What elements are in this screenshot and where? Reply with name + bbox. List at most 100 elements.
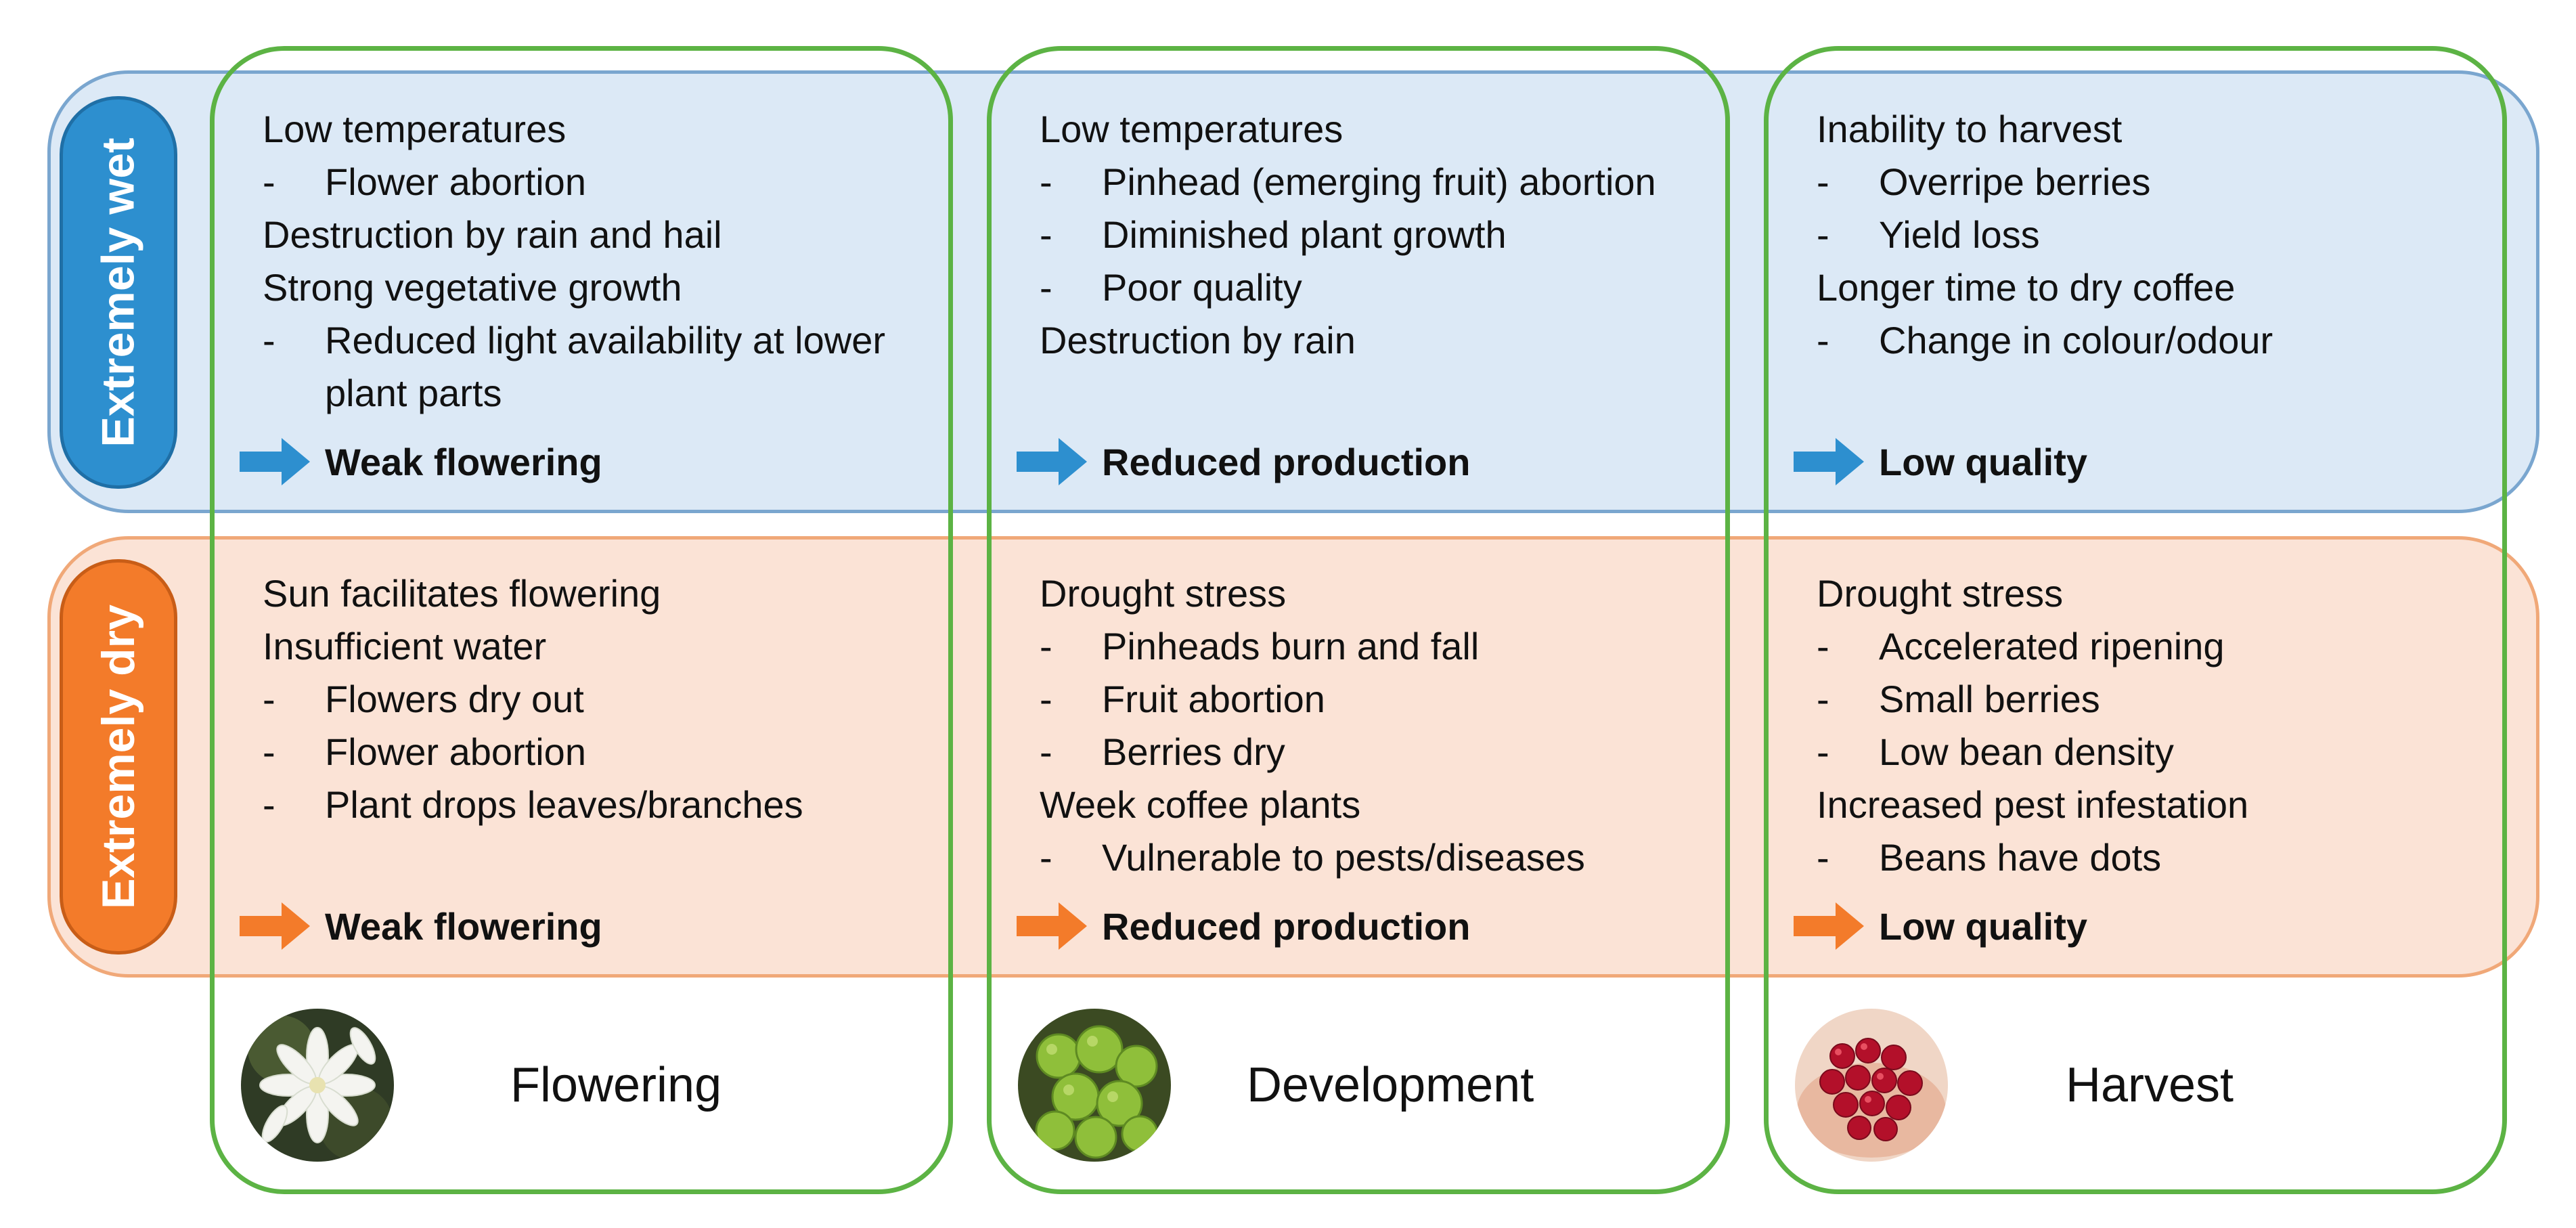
extremely-dry-band bbox=[47, 536, 2539, 978]
heading-line: Strong vegetative growth bbox=[263, 266, 682, 309]
dry-development-cell: Drought stress - Pinheads burn and fall - Fr… bbox=[1040, 567, 1683, 884]
bullet-item: - Flower abortion bbox=[263, 726, 906, 779]
arrow-right-icon bbox=[1017, 902, 1087, 950]
bullet-item: - Diminished plant growth bbox=[1040, 209, 1683, 261]
bullet-item: - Small berries bbox=[1817, 673, 2460, 726]
bullet-text: Beans have dots bbox=[1879, 836, 2162, 879]
heading-line: Insufficient water bbox=[263, 625, 547, 667]
bullet-text: Flower abortion bbox=[325, 160, 586, 203]
stage-column-development bbox=[987, 46, 1730, 1194]
extremely-dry-tab: Extremely dry bbox=[60, 559, 177, 955]
bullet-text: Vulnerable to pests/diseases bbox=[1102, 836, 1585, 879]
bullet-dash: - bbox=[263, 319, 275, 361]
bullet-dash: - bbox=[1817, 160, 1829, 203]
bullet-item: - Pinhead (emerging fruit) abortion bbox=[1040, 156, 1683, 209]
extremely-wet-tab: Extremely wet bbox=[60, 96, 177, 489]
coffee-flower-photo bbox=[241, 1009, 394, 1162]
bullet-dash: - bbox=[1817, 678, 1829, 720]
stage-label-development: Development bbox=[1247, 1058, 1534, 1112]
result-label: Reduced production bbox=[1102, 440, 1471, 483]
harvest-stage-footer: Harvest bbox=[1795, 1007, 2234, 1163]
bullet-item: - Reduced light availability at lower pla… bbox=[263, 314, 906, 420]
heading-line: Sun facilitates flowering bbox=[263, 572, 661, 615]
bullet-item: - Fruit abortion bbox=[1040, 673, 1683, 726]
arrow-right-icon bbox=[1794, 902, 1864, 950]
extremely-dry-label: Extremely dry bbox=[93, 605, 144, 909]
bullet-item: -Yield loss bbox=[1817, 209, 2460, 261]
bullet-item: -Flowers dry out bbox=[263, 673, 906, 726]
heading-line: Destruction by rain bbox=[1040, 319, 1356, 361]
bullet-text: Accelerated ripening bbox=[1879, 625, 2225, 667]
bullet-text: Low bean density bbox=[1879, 730, 2174, 773]
bullet-item: - Accelerated ripening bbox=[1817, 620, 2460, 673]
bullet-dash: - bbox=[1817, 319, 1829, 361]
bullet-text: Flower abortion bbox=[325, 730, 586, 773]
bullet-dash: - bbox=[1817, 625, 1829, 667]
wet-harvest-result: Low quality bbox=[1794, 435, 2087, 489]
bullet-item: -Poor quality bbox=[1040, 261, 1683, 314]
bullet-text: Overripe berries bbox=[1879, 160, 2151, 203]
dry-harvest-cell: Drought stress - Accelerated ripening - Smal… bbox=[1817, 567, 2460, 884]
bullet-text: Pinheads burn and fall bbox=[1102, 625, 1480, 667]
bullet-text: Flowers dry out bbox=[325, 678, 584, 720]
extremely-wet-label: Extremely wet bbox=[93, 137, 144, 447]
bullet-text: Pinhead (emerging fruit) abortion bbox=[1102, 160, 1656, 203]
bullet-item: - Beans have dots bbox=[1817, 831, 2460, 884]
bullet-text: Berries dry bbox=[1102, 730, 1285, 773]
bullet-dash: - bbox=[263, 160, 275, 203]
bullet-dash: - bbox=[1817, 836, 1829, 879]
bullet-item: - Plant drops leaves/branches bbox=[263, 779, 906, 831]
flowering-stage-footer: Flowering bbox=[241, 1007, 721, 1163]
heading-line: Increased pest infestation bbox=[1817, 783, 2249, 826]
bullet-dash: - bbox=[1040, 836, 1052, 879]
bullet-item: - Pinheads burn and fall bbox=[1040, 620, 1683, 673]
arrow-right-icon bbox=[1017, 438, 1087, 485]
bullet-item: - Vulnerable to pests/diseases bbox=[1040, 831, 1683, 884]
bullet-dash: - bbox=[1817, 213, 1829, 256]
bullet-dash: - bbox=[263, 783, 275, 826]
red-coffee-cherries-photo bbox=[1795, 1009, 1948, 1162]
green-coffee-cherries-photo bbox=[1018, 1009, 1171, 1162]
dry-flowering-result: Weak flowering bbox=[240, 899, 602, 953]
wet-development-result: Reduced production bbox=[1017, 435, 1470, 489]
heading-line: Low temperatures bbox=[263, 108, 567, 150]
bullet-dash: - bbox=[1040, 625, 1052, 667]
bullet-dash: - bbox=[1040, 213, 1052, 256]
heading-line: Destruction by rain and hail bbox=[263, 213, 722, 256]
development-stage-footer: Development bbox=[1018, 1007, 1534, 1163]
bullet-dash: - bbox=[1040, 678, 1052, 720]
stage-column-harvest bbox=[1764, 46, 2507, 1194]
heading-line: Drought stress bbox=[1040, 572, 1287, 615]
bullet-dash: - bbox=[1817, 730, 1829, 773]
heading-line: Low temperatures bbox=[1040, 108, 1343, 150]
bullet-text: Change in colour/odour bbox=[1879, 319, 2273, 361]
result-label: Weak flowering bbox=[325, 904, 602, 948]
bullet-text: Small berries bbox=[1879, 678, 2100, 720]
bullet-item: - Low bean density bbox=[1817, 726, 2460, 779]
result-label: Reduced production bbox=[1102, 904, 1471, 948]
bullet-dash: - bbox=[1040, 266, 1052, 309]
dry-harvest-result: Low quality bbox=[1794, 899, 2087, 953]
wet-development-cell: Low temperatures - Pinhead (emerging fruit… bbox=[1040, 103, 1683, 367]
result-label: Weak flowering bbox=[325, 440, 602, 483]
bullet-item: - Overripe berries bbox=[1817, 156, 2460, 209]
bullet-item: - Flower abortion bbox=[263, 156, 906, 209]
bullet-text: Diminished plant growth bbox=[1102, 213, 1507, 256]
stage-column-flowering bbox=[210, 46, 953, 1194]
wet-harvest-cell: Inability to harvest-Overripe berries-Yi… bbox=[1817, 103, 2460, 367]
bullet-item: - Change in colour/odour bbox=[1817, 314, 2460, 367]
heading-line: Drought stress bbox=[1817, 572, 2064, 615]
bullet-text: Reduced light availability at lower plan… bbox=[325, 319, 885, 414]
bullet-dash: - bbox=[1040, 160, 1052, 203]
bullet-dash: - bbox=[263, 730, 275, 773]
bullet-text: Fruit abortion bbox=[1102, 678, 1325, 720]
stage-label-flowering: Flowering bbox=[510, 1058, 722, 1112]
arrow-right-icon bbox=[1794, 438, 1864, 485]
result-label: Low quality bbox=[1879, 440, 2087, 483]
bullet-dash: - bbox=[1040, 730, 1052, 773]
heading-line: Week coffee plants bbox=[1040, 783, 1361, 826]
heading-line: Longer time to dry coffee bbox=[1817, 266, 2236, 309]
bullet-text: Plant drops leaves/branches bbox=[325, 783, 803, 826]
